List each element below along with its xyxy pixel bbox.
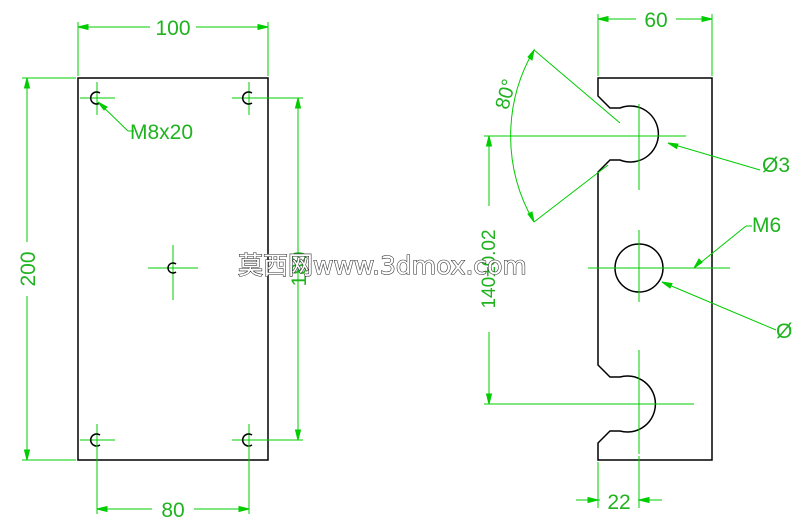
dim-height-label: 200 [17, 251, 40, 286]
dim-hole-spacing-y-label: 180 [288, 251, 311, 286]
dim-width-label: 100 [155, 17, 190, 40]
dim-hole-spacing-y [252, 97, 303, 441]
side-centerlines [588, 104, 730, 454]
leader-m8x20 [97, 101, 134, 132]
front-view: 100 200 180 80 [16, 16, 311, 522]
side-view: 60 80° 140±0.02 22 [476, 6, 792, 514]
corner-hole-top-left [80, 82, 115, 115]
dim-angle-label: 80° [491, 77, 520, 112]
dim-offset-label: 22 [607, 491, 630, 514]
leader-slot-diameter [667, 142, 761, 171]
plate-outline [77, 77, 269, 461]
callout-slot-diameter: Ø3 [762, 154, 790, 177]
dim-hole-spacing-x-label: 80 [161, 499, 184, 522]
callout-thread-m6: M6 [752, 214, 781, 237]
leader-hole-diameter [661, 281, 777, 331]
callout-hole-diameter: Ø [776, 320, 792, 343]
center-hole-symbol [167, 262, 177, 274]
thread-callout-m8x20: M8x20 [130, 121, 193, 144]
block-outline [597, 77, 713, 461]
leader-m6 [693, 225, 752, 269]
dim-slot-spacing-label: 140±0.02 [479, 229, 500, 308]
dim-side-width-label: 60 [644, 9, 667, 32]
watermark: 莫西网www.3dmox.com [238, 251, 527, 280]
